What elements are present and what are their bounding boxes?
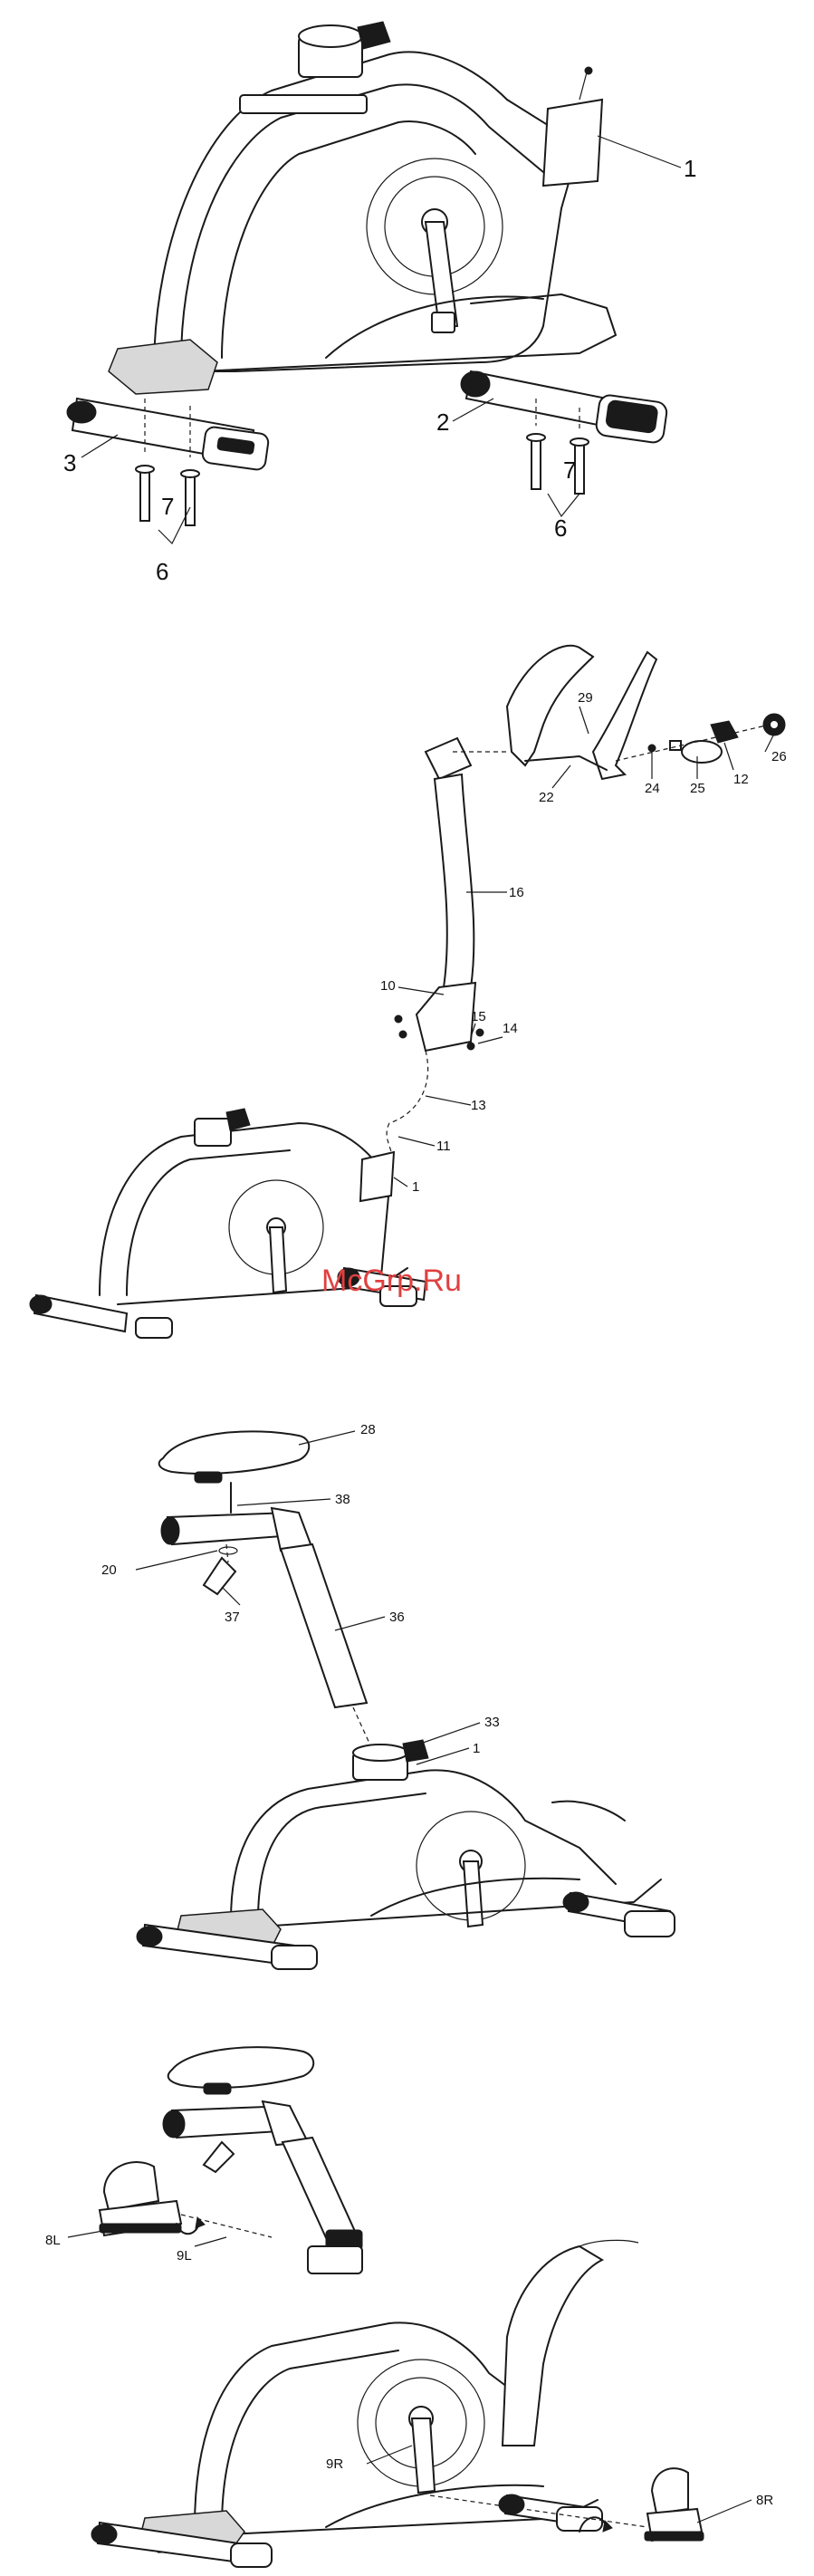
pedal-left — [100, 2162, 181, 2235]
callout-1-step2: 1 — [412, 1179, 419, 1195]
callout-13: 13 — [471, 1098, 486, 1113]
callout-11: 11 — [436, 1139, 451, 1154]
callout-1-step3: 1 — [473, 1741, 480, 1756]
callout-37: 37 — [225, 1610, 240, 1625]
callout-8L: 8L — [45, 2233, 61, 2248]
callout-3: 3 — [63, 449, 76, 476]
callout-15: 15 — [471, 1009, 486, 1024]
callout-1: 1 — [684, 155, 696, 182]
callout-25: 25 — [690, 781, 705, 796]
callout-8R: 8R — [756, 2493, 773, 2508]
callout-16: 16 — [509, 885, 524, 900]
step2-handlebar-assembly: 29 22 24 25 12 26 16 10 15 14 13 11 1 Mc… — [30, 646, 787, 1338]
callout-7-right: 7 — [563, 457, 576, 484]
callout-26: 26 — [771, 749, 787, 764]
bolts-right — [527, 434, 589, 494]
watermark: McGrp.Ru — [321, 1264, 462, 1298]
step3-seat-assembly: 28 38 20 37 36 33 1 — [101, 1422, 675, 1969]
callout-9L: 9L — [177, 2248, 192, 2264]
seat — [159, 1431, 310, 1474]
callout-2: 2 — [436, 409, 449, 436]
handlebar-post — [435, 774, 474, 987]
step4-pedal-assembly: 8L 9L 9R 8R — [45, 2047, 773, 2567]
callout-22: 22 — [539, 790, 554, 805]
callout-12: 12 — [733, 772, 749, 787]
callout-28: 28 — [360, 1422, 376, 1437]
step1-bike-base-assembly: 1 2 3 7 7 6 6 — [63, 22, 696, 585]
pedal-right — [645, 2468, 704, 2541]
callout-36: 36 — [389, 1610, 405, 1625]
callout-29: 29 — [578, 690, 593, 706]
callout-33: 33 — [484, 1715, 500, 1730]
callout-38: 38 — [335, 1492, 350, 1507]
front-stabilizer — [67, 399, 269, 471]
callout-6-right: 6 — [554, 514, 567, 542]
callout-10: 10 — [380, 978, 396, 994]
callout-14: 14 — [503, 1021, 518, 1036]
callout-24: 24 — [645, 781, 660, 796]
callout-7-left: 7 — [161, 493, 174, 520]
seat-post — [281, 1544, 367, 1707]
rear-stabilizer — [461, 371, 668, 444]
callout-20: 20 — [101, 1562, 117, 1578]
callout-9R: 9R — [326, 2456, 343, 2472]
seat-post-tube — [543, 100, 602, 186]
callout-6-left: 6 — [156, 558, 168, 585]
